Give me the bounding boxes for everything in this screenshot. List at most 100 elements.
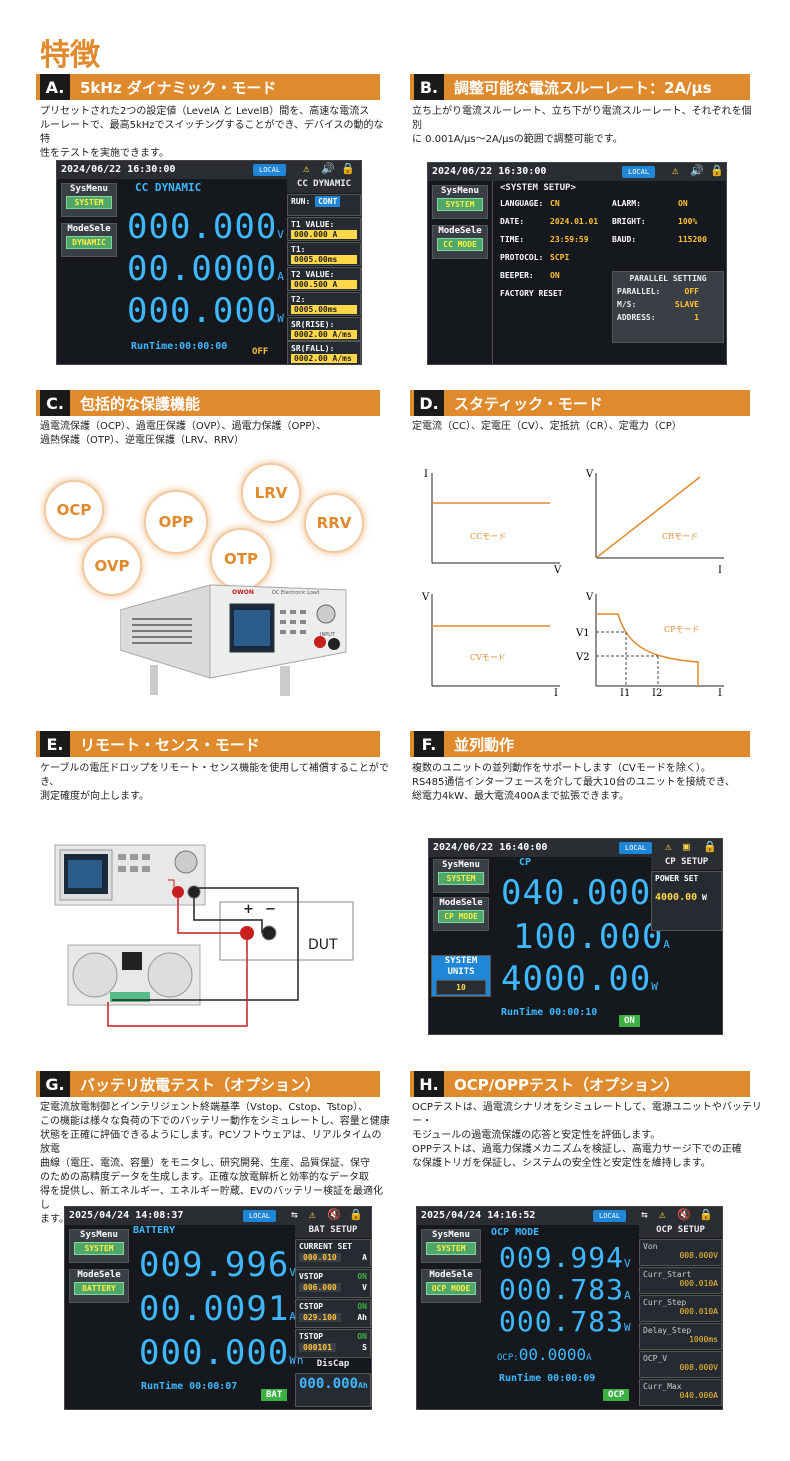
ocp-setup-value-row: 008.000V <box>643 1363 718 1372</box>
section-d-title: スタティック・モード <box>454 394 603 413</box>
local-badge: LOCAL <box>619 842 653 854</box>
sr-rise-setting[interactable]: SR(RISE):0002.00 A/ms <box>287 317 361 341</box>
section-a-desc: プリセットされた2つの設定値（LevelA と LevelB）間を、高速な電流ス… <box>40 106 384 159</box>
section-c-header: C. 包括的な保護機能 <box>36 390 380 416</box>
setup-cell: PROTOCOL: <box>500 253 544 262</box>
lock-icon: 🔒 <box>349 1208 363 1221</box>
power-set-label: POWER SET <box>655 874 699 883</box>
current-readout: 00.0000A <box>127 249 285 289</box>
energy-value: 000.000 <box>139 1333 290 1373</box>
sr-fall-value: 0002.00 A/ms <box>291 354 357 363</box>
datetime: 2024/06/22 16:40:00 <box>433 842 548 853</box>
ocp-setup-unit: A <box>713 1279 718 1288</box>
cp-i2-label: I2 <box>652 688 662 699</box>
status-bar: 2024/06/22 16:30:00 <box>57 161 361 179</box>
warning-icon: ⚠ <box>672 164 679 177</box>
state-badge: OFF <box>252 347 269 357</box>
ocp-setup-value: 000.010 <box>679 1307 714 1316</box>
protection-opp: OPP <box>144 490 208 554</box>
sr-fall-label: SR(FALL): <box>291 344 335 353</box>
current-value: 000.783 <box>499 1273 625 1306</box>
protection-ocp: OCP <box>44 480 104 540</box>
screen-g: 2025/04/24 14:08:37 LOCAL ⇆ ⚠ 🔇 🔒 SysMen… <box>64 1206 372 1410</box>
ocp-unit: A <box>586 1353 592 1363</box>
datetime: 2025/04/24 14:16:52 <box>421 1210 536 1221</box>
power-value: 4000.00 <box>501 959 652 999</box>
modesele-label: ModeSele <box>77 1270 121 1280</box>
run-setting[interactable]: RUN: CONT <box>287 194 361 216</box>
section-h-title: OCP/OPPテスト（オプション） <box>454 1075 679 1094</box>
modesele-value: OCP MODE <box>426 1282 476 1295</box>
sysmenu-value: SYSTEM <box>66 196 112 209</box>
setup-cell: ON <box>678 199 688 208</box>
sr-fall-setting[interactable]: SR(FALL):0002.00 A/ms <box>287 341 361 364</box>
section-g-desc: 定電流放電制御とインテリジェント終端基準（Vstop、Cstop、Tstop）、… <box>40 1102 390 1225</box>
modesele-value: CP MODE <box>438 910 484 923</box>
bat-setup-value: 006.000 <box>299 1283 341 1292</box>
t1-label: T1: <box>291 245 306 254</box>
setup-cell: BEEPER: <box>500 271 534 280</box>
lock-icon: 🔒 <box>341 162 355 175</box>
voltage-value: 009.996 <box>139 1245 290 1285</box>
cp-label: CPモード <box>664 625 700 634</box>
run-label: RUN: <box>291 197 311 206</box>
voltage-value: 040.000 <box>501 873 652 913</box>
parallel-value: OFF <box>684 287 699 296</box>
modesele-label: ModeSele <box>429 1270 473 1280</box>
setup-cell: CN <box>550 199 560 208</box>
power-unit: W <box>624 1321 632 1334</box>
mode-title: OCP MODE <box>491 1227 540 1238</box>
section-d-letter: D. <box>414 390 444 416</box>
cp-v2-label: V2 <box>576 652 590 663</box>
ocp-setup-value-row: 000.010A <box>643 1279 718 1288</box>
section-g-letter: G. <box>40 1071 70 1097</box>
cp-mode-plot: V I V1 V2 I1 I2 CPモード <box>576 592 724 699</box>
t1-value-setting[interactable]: T1 VALUE:000.000 A <box>287 217 361 241</box>
sysmenu-label: SysMenu <box>432 1230 470 1240</box>
setup-cell: 100% <box>678 217 698 226</box>
section-a-title: 5kHz ダイナミック・モード <box>80 78 277 97</box>
mode-title: BATTERY <box>133 1225 176 1236</box>
parallel-label: ADDRESS: <box>617 313 656 322</box>
power-readout: 000.783W <box>499 1305 632 1338</box>
voltage-unit: V <box>277 228 285 241</box>
t2-value-setting[interactable]: T2 VALUE:000.500 A <box>287 267 361 291</box>
power-readout: 4000.00W <box>501 959 659 999</box>
bat-setup-value: 000101 <box>299 1343 336 1352</box>
cp-x-label: I <box>718 688 722 699</box>
cv-label: CVモード <box>470 653 506 662</box>
power-readout: 000.000W <box>127 291 285 331</box>
section-e-header: E. リモート・センス・モード <box>36 731 380 757</box>
t1-setting[interactable]: T1:0005.00ms <box>287 242 361 266</box>
usb-icon: ⇆ <box>641 1208 648 1221</box>
mode-title: CC DYNAMIC <box>135 181 202 194</box>
section-d-header: D. スタティック・モード <box>410 390 750 416</box>
t2-setting[interactable]: T2:0005.00ms <box>287 292 361 316</box>
section-b-letter: B. <box>414 74 444 100</box>
dut-minus: − <box>265 902 276 917</box>
